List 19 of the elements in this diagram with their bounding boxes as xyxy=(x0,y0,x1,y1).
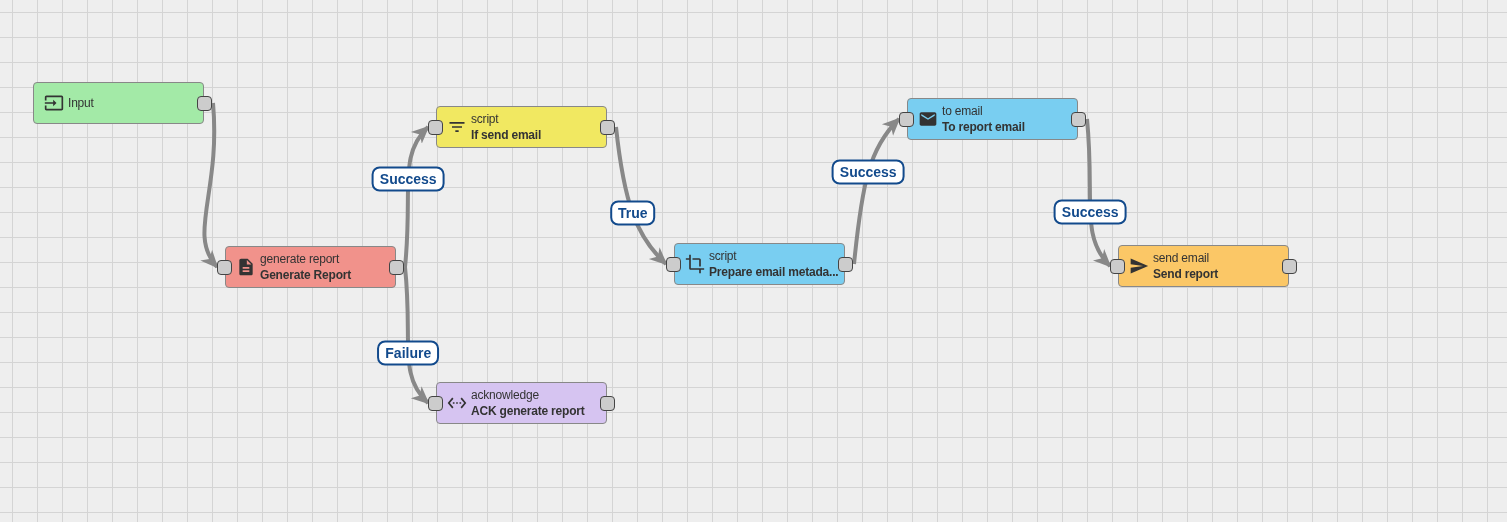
node-type: acknowledge xyxy=(471,387,540,403)
node-type: to email xyxy=(942,103,984,119)
node-type: generate report xyxy=(260,251,341,267)
node-name: ACK generate report xyxy=(471,403,585,419)
edge-label: Success xyxy=(831,159,905,185)
node-name: To report email xyxy=(942,119,1025,135)
edge-label: Success xyxy=(1053,199,1127,225)
node-name: Input xyxy=(68,95,94,111)
node-type: script xyxy=(709,248,738,264)
connector-arrow xyxy=(201,102,219,269)
node-type: send email xyxy=(1153,250,1211,266)
node-name: Generate Report xyxy=(260,267,352,283)
node-name: Prepare email metada... xyxy=(709,264,839,280)
edge-label: True xyxy=(609,200,656,226)
node-type: script xyxy=(471,111,500,127)
edge-label: Success xyxy=(371,166,445,192)
edge-label: Failure xyxy=(377,340,440,366)
node-name: If send email xyxy=(471,127,542,143)
node-name: Send report xyxy=(1153,266,1219,282)
